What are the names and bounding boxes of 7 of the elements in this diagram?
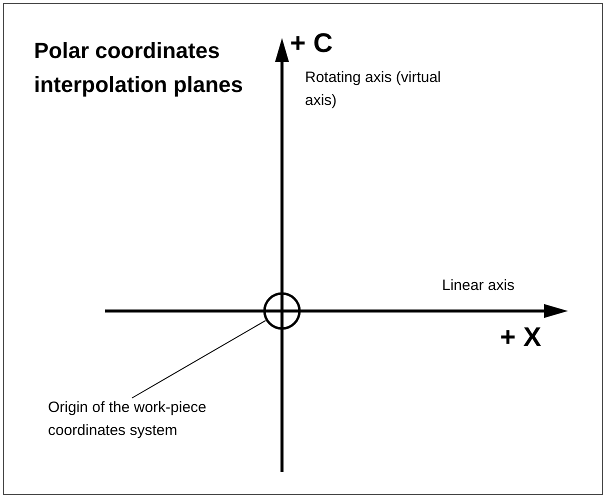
axis-label: + X — [500, 321, 542, 354]
axis-label: + C — [290, 27, 334, 60]
leader-line — [132, 320, 266, 398]
diagram-title: Polar coordinates interpolation planes — [34, 37, 244, 99]
callout-text: Origin of the work-piece coordinates system — [48, 398, 208, 441]
axis-description: Linear axis — [442, 276, 516, 296]
axis-description: Rotating axis (virtual axis) — [305, 68, 442, 111]
